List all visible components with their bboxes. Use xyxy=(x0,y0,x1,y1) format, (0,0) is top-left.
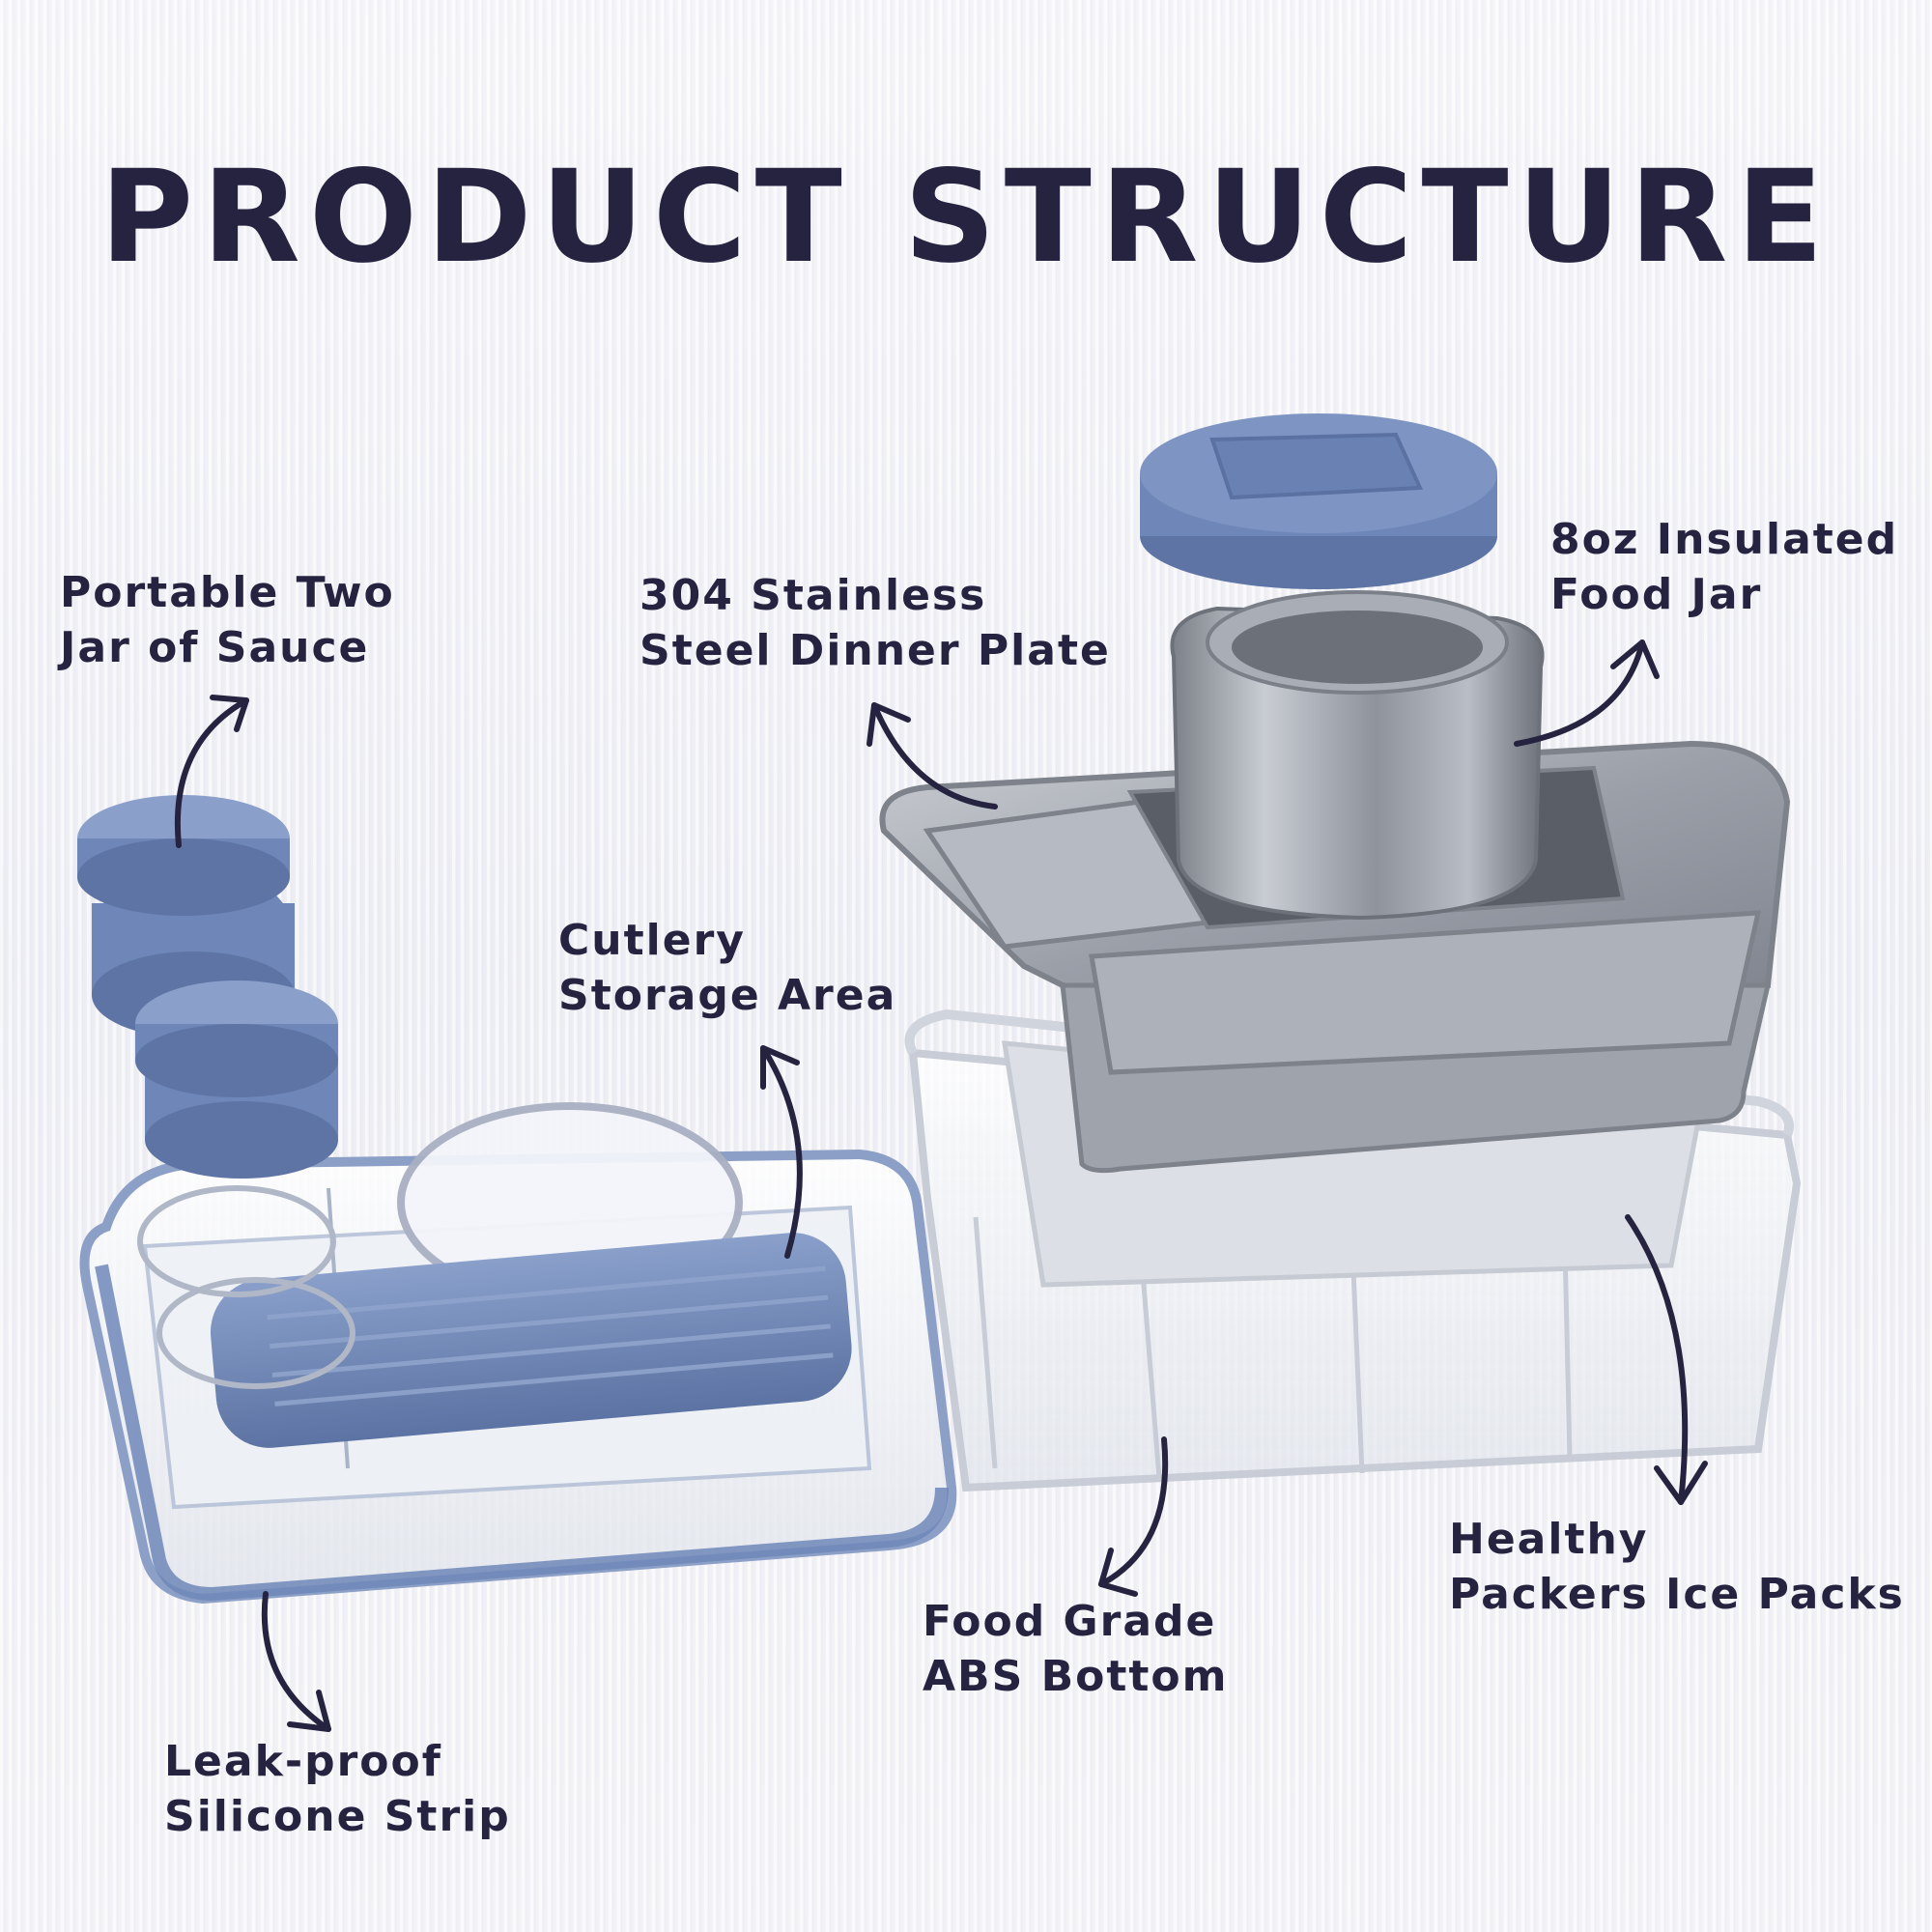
cutlery-cover xyxy=(210,1233,852,1448)
arrow-silicone-strip xyxy=(261,1591,331,1732)
label-dinner-plate: 304 Stainless Steel Dinner Plate xyxy=(639,571,1111,675)
callout-arrows xyxy=(174,639,1708,1732)
clear-small-cups xyxy=(137,1185,355,1389)
label-ice-packs: Healthy Packers Ice Packs xyxy=(1449,1515,1905,1619)
silicone-strip xyxy=(95,1264,949,1602)
label-sauce-jars: Portable Two Jar of Sauce xyxy=(60,568,395,672)
label-food-jar: 8oz Insulated Food Jar xyxy=(1550,515,1899,619)
arrow-sauce-jars xyxy=(174,697,249,848)
insulated-food-jar xyxy=(1170,590,1545,921)
label-silicone-strip: Leak-proof Silicone Strip xyxy=(164,1737,511,1841)
arrow-cutlery xyxy=(760,1045,803,1259)
arrow-food-jar xyxy=(1514,639,1645,747)
arrow-ice-packs xyxy=(1625,1214,1689,1505)
arrow-abs-bottom xyxy=(1098,1436,1169,1587)
label-abs-bottom: Food Grade ABS Bottom xyxy=(923,1597,1229,1701)
page-title: PRODUCT STRUCTURE xyxy=(99,143,1833,292)
food-jar-lid xyxy=(1140,413,1497,589)
label-cutlery: Cutlery Storage Area xyxy=(558,916,897,1020)
arrow-dinner-plate xyxy=(871,702,998,810)
sauce-jars xyxy=(77,795,338,1179)
